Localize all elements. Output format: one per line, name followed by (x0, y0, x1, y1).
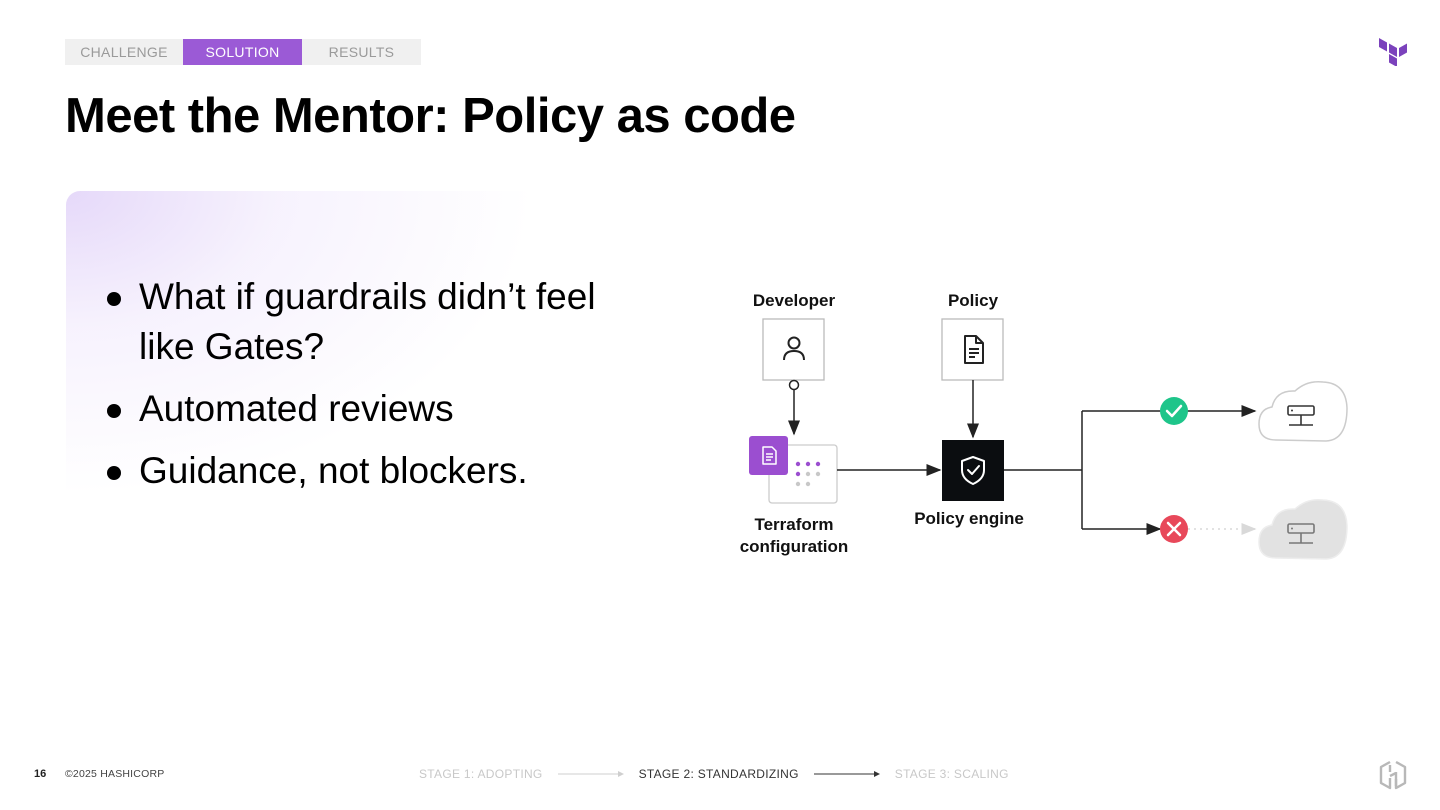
bullet-dot-icon (107, 404, 121, 418)
bullet-dot-icon (107, 466, 121, 480)
policy-engine-box (942, 440, 1004, 501)
document-icon (964, 335, 984, 364)
policy-label: Policy (948, 291, 999, 310)
stage-1-label: STAGE 1: ADOPTING (419, 767, 543, 781)
developer-box (762, 318, 825, 381)
terraform-dots-icon (795, 461, 821, 487)
copyright: ©2025 HASHICORP (65, 768, 165, 780)
arrow-right-icon (813, 771, 880, 777)
connector-dot (788, 379, 800, 391)
file-icon (762, 446, 777, 465)
bullet-item: Automated reviews (100, 384, 660, 434)
x-circle-icon (1160, 515, 1188, 543)
engine-label: Policy engine (914, 509, 1024, 528)
shield-check-icon (961, 456, 985, 485)
user-icon (783, 336, 805, 361)
tab-results[interactable]: RESULTS (328, 44, 395, 60)
check-circle-icon (1160, 397, 1188, 425)
stage-2-label: STAGE 2: STANDARDIZING (638, 767, 799, 781)
arrow-right-icon (557, 771, 624, 777)
terraform-logo-icon (1379, 38, 1407, 66)
policy-diagram: Developer Policy (740, 291, 1348, 560)
content-panel (66, 191, 666, 581)
terraform-config-box (749, 436, 838, 504)
tab-challenge[interactable]: CHALLENGE (80, 44, 168, 60)
section-tabs: CHALLENGE SOLUTION RESULTS (65, 39, 421, 65)
cloud-server-icon (1258, 380, 1348, 442)
developer-label: Developer (753, 291, 836, 310)
bullet-dot-icon (107, 292, 121, 306)
stage-progress: STAGE 1: ADOPTING STAGE 2: STANDARDIZING… (419, 767, 1009, 781)
bullet-item: Guidance, not blockers. (100, 446, 660, 496)
hashicorp-logo-icon (1379, 760, 1407, 790)
stage-3-label: STAGE 3: SCALING (894, 767, 1009, 781)
terraform-label-line2: configuration (740, 537, 849, 556)
page-title: Meet the Mentor: Policy as code (65, 89, 796, 143)
bullet-list: What if guardrails didn’t feel like Gate… (100, 272, 660, 508)
cloud-server-icon (1258, 498, 1348, 560)
page-number: 16 (34, 768, 47, 780)
bullet-item: What if guardrails didn’t feel like Gate… (100, 272, 660, 372)
terraform-label-line1: Terraform (754, 515, 833, 534)
tab-solution[interactable]: SOLUTION (183, 39, 302, 65)
